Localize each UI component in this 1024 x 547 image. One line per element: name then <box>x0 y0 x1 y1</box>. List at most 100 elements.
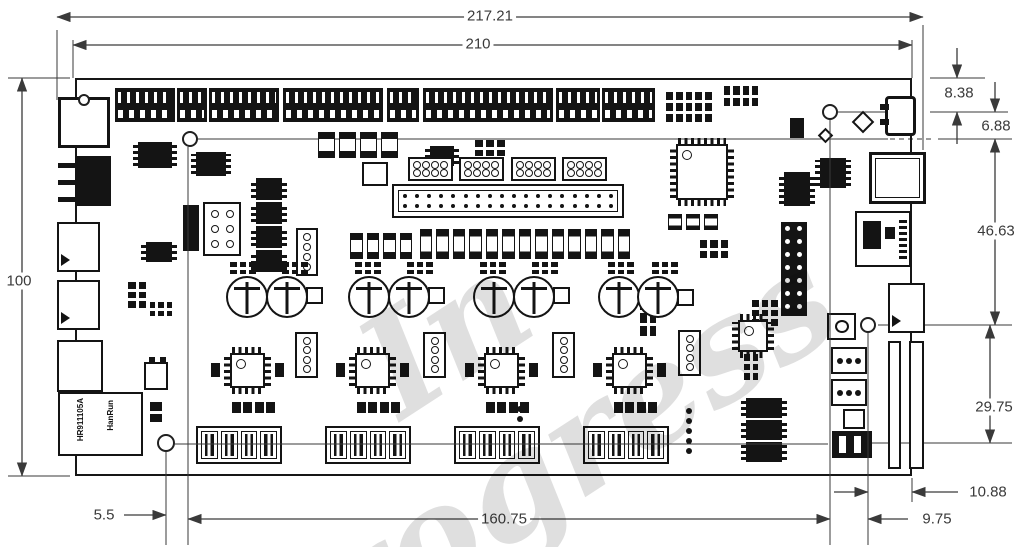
pins <box>478 355 484 386</box>
pins <box>768 322 774 350</box>
terminal <box>369 431 387 459</box>
pin <box>524 194 529 198</box>
pad <box>666 92 673 100</box>
pins <box>390 355 396 386</box>
capacitor <box>637 276 679 318</box>
pad <box>230 269 237 274</box>
pin <box>572 204 577 208</box>
pin <box>403 194 408 198</box>
pad <box>374 262 381 267</box>
smd-part <box>601 229 614 259</box>
pad <box>751 97 758 106</box>
ic <box>815 158 851 188</box>
smd-components <box>318 132 398 158</box>
dim-hole-to-hole-right: 9.75 <box>919 510 955 528</box>
pad <box>733 86 740 95</box>
pad <box>771 300 778 307</box>
dim-overall-width: 217.21 <box>464 7 516 25</box>
pad <box>685 114 693 122</box>
pin <box>430 355 439 364</box>
pad <box>355 269 362 274</box>
top-connector-block <box>423 88 553 122</box>
pad <box>649 313 656 323</box>
stepper-driver <box>224 347 271 394</box>
pad <box>661 262 669 267</box>
smd-part <box>383 233 396 259</box>
header-4pin <box>295 332 318 378</box>
header-2x4 <box>459 157 504 181</box>
pin <box>836 357 843 364</box>
pad <box>625 402 634 413</box>
smd-part <box>704 214 718 230</box>
pin1-dot <box>490 359 500 369</box>
pad <box>475 149 483 156</box>
pin <box>797 226 802 231</box>
pin1-dot <box>682 150 692 160</box>
pin <box>880 104 889 110</box>
via-column <box>686 408 692 454</box>
pad <box>640 313 647 323</box>
mounting-hole-right <box>860 317 876 333</box>
pin <box>463 204 468 208</box>
pins <box>728 146 734 198</box>
pad <box>666 114 673 122</box>
pin <box>845 357 852 364</box>
pin <box>785 226 790 231</box>
pin <box>415 194 420 198</box>
pad <box>671 269 678 274</box>
header-4pin <box>552 332 575 378</box>
chip-body <box>612 353 647 388</box>
pad <box>499 262 506 267</box>
pad <box>480 262 487 267</box>
pad <box>637 402 646 413</box>
pad <box>675 103 683 111</box>
pad <box>291 262 299 267</box>
pin <box>785 252 790 257</box>
pins <box>357 388 388 394</box>
pad <box>138 291 146 299</box>
pin <box>797 291 802 296</box>
pin <box>685 334 694 343</box>
pin <box>797 304 802 309</box>
terminal <box>330 431 347 459</box>
pin <box>785 239 790 244</box>
pad <box>243 402 252 413</box>
pins <box>486 347 517 353</box>
top-connector-block <box>209 88 279 122</box>
chip-body <box>484 353 519 388</box>
terminal <box>459 431 476 459</box>
pad <box>648 402 657 413</box>
pad <box>128 291 136 299</box>
pad <box>541 269 549 274</box>
smd-part <box>485 229 499 259</box>
pad <box>551 269 558 274</box>
pin <box>575 161 584 169</box>
smd-part <box>790 118 804 138</box>
pin <box>515 161 524 169</box>
pad <box>752 300 759 307</box>
dim-right-hole-span: 46.63 <box>974 222 1018 240</box>
pad <box>617 262 625 267</box>
pin <box>855 357 862 364</box>
dim-hole-row-offset: 6.88 <box>978 117 1014 135</box>
pad <box>407 269 414 274</box>
pin <box>302 355 311 364</box>
smd-pads <box>475 140 505 156</box>
pin <box>785 304 790 309</box>
pad <box>291 269 299 274</box>
pin <box>440 169 449 177</box>
pad <box>426 262 433 267</box>
pad <box>249 262 256 267</box>
pin <box>559 365 568 374</box>
pad <box>497 402 506 413</box>
pad <box>652 269 659 274</box>
terminal <box>518 431 535 459</box>
pin <box>594 169 603 177</box>
header-4pin <box>678 330 701 376</box>
pad <box>724 86 731 95</box>
pad <box>627 269 634 274</box>
terminal <box>588 431 605 459</box>
pin <box>543 169 552 177</box>
pad <box>695 92 703 100</box>
pad <box>128 301 136 308</box>
